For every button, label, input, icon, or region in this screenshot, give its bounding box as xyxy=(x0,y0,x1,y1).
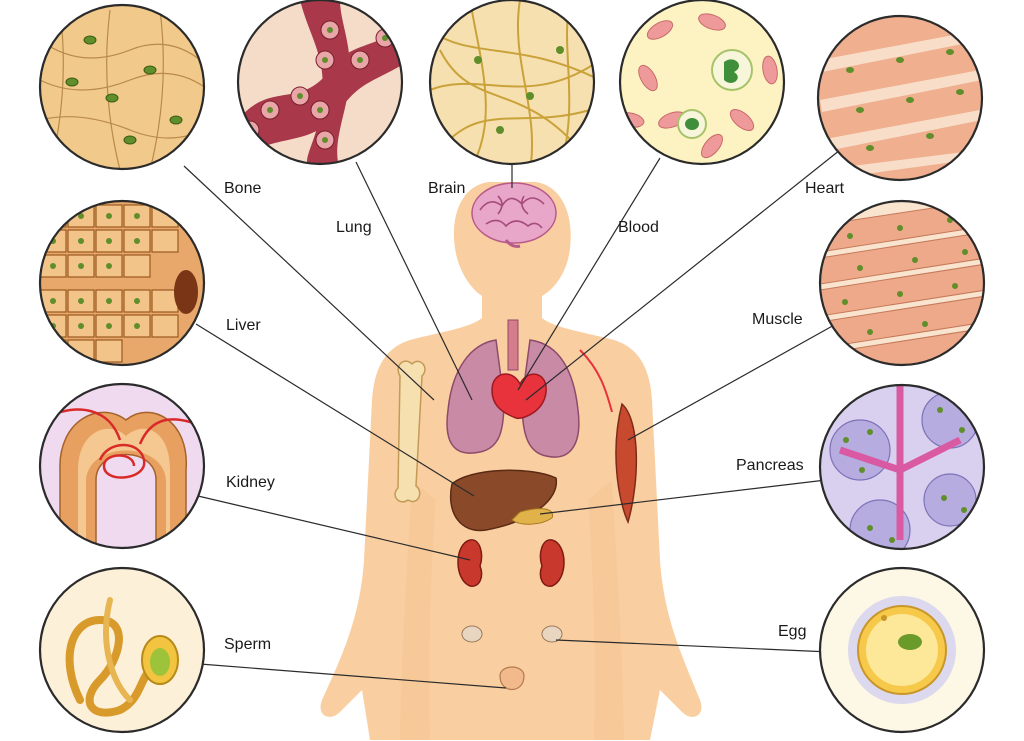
blood-cell-circle xyxy=(618,0,786,166)
label-heart: Heart xyxy=(805,180,845,197)
egg-cell-circle xyxy=(818,566,986,734)
label-kidney: Kidney xyxy=(226,474,275,491)
human-body-silhouette xyxy=(320,182,702,740)
label-egg: Egg xyxy=(778,623,806,640)
kidneys-organ xyxy=(457,539,565,587)
label-blood: Blood xyxy=(618,219,659,236)
heart-organ xyxy=(491,349,613,420)
label-sperm: Sperm xyxy=(224,636,271,653)
label-lung: Lung xyxy=(336,219,372,236)
brain-organ xyxy=(471,182,557,248)
label-muscle: Muscle xyxy=(752,311,803,328)
label-pancreas: Pancreas xyxy=(736,457,804,474)
muscle-organ xyxy=(615,402,638,525)
reproductive-organs xyxy=(461,625,563,691)
label-bone: Bone xyxy=(224,180,261,197)
bone-cell-circle xyxy=(38,3,206,171)
liver-cell-circle xyxy=(38,199,206,367)
liver-organ xyxy=(449,469,558,532)
pancreas-cell-circle xyxy=(818,383,986,551)
sperm-cell-circle xyxy=(38,566,206,734)
bone-organ xyxy=(394,360,426,503)
lung-cell-circle xyxy=(236,0,404,166)
label-brain: Brain xyxy=(428,180,465,197)
brain-cell-circle xyxy=(428,0,596,166)
heart-cell-circle xyxy=(816,14,984,182)
muscle-cell-circle xyxy=(818,199,986,367)
leader-lines xyxy=(183,149,841,689)
kidney-cell-circle xyxy=(38,382,206,550)
labels: Bone Lung Brain Blood Heart Liver Muscle… xyxy=(224,180,845,653)
label-liver: Liver xyxy=(226,317,261,334)
